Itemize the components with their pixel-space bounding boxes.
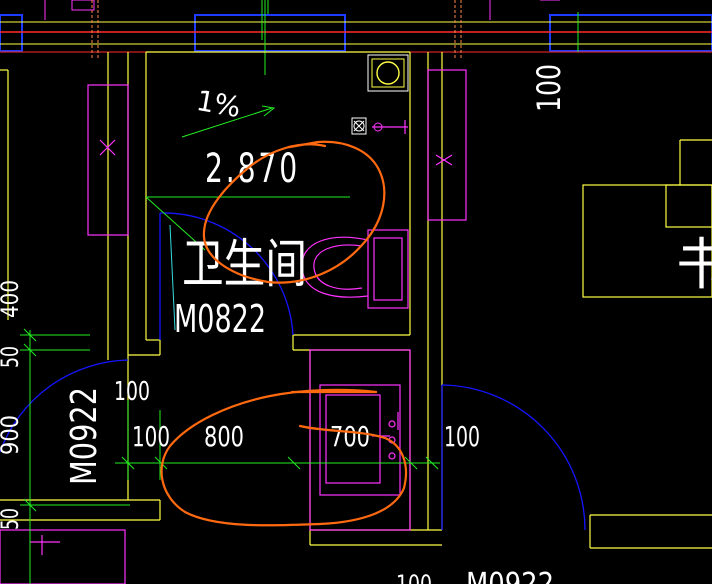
dim-700: 700 — [330, 420, 370, 453]
door-label-m0822: M0822 — [174, 297, 266, 341]
slope-label: 1% — [194, 84, 243, 124]
dim-900: 900 — [0, 415, 24, 455]
walls — [0, 51, 712, 549]
dim-100-c: 100 — [444, 420, 480, 453]
dim-100-a: 100 — [114, 377, 150, 407]
dimension-lines — [20, 0, 440, 584]
door-label-bottom: M0922 — [466, 567, 554, 584]
top-beams — [0, 0, 712, 75]
labels: 1% 2.870 卫生间 M0822 M0922 100 100 800 700… — [0, 64, 712, 584]
door-swings — [0, 212, 586, 531]
dim-800: 800 — [204, 420, 244, 453]
elevation-label: 2.870 — [205, 146, 300, 192]
freehand-circle-annotation — [160, 140, 408, 527]
door-label-m0922: M0922 — [64, 387, 105, 485]
room-name: 卫生间 — [182, 235, 307, 295]
partial-glyph: 书 — [676, 233, 712, 298]
cyan-reference — [169, 224, 176, 331]
dim-100-b: 100 — [132, 420, 170, 453]
valve-icon — [351, 117, 383, 135]
dim-400: 400 — [0, 280, 24, 318]
dim-100-bottom: 100 — [396, 570, 432, 584]
dim-50: 50 — [0, 346, 24, 368]
floor-drain-icon — [367, 54, 409, 92]
dim-100-top-right: 100 — [530, 64, 568, 112]
fixtures — [0, 69, 467, 584]
dim-50-b: 50 — [0, 508, 24, 530]
